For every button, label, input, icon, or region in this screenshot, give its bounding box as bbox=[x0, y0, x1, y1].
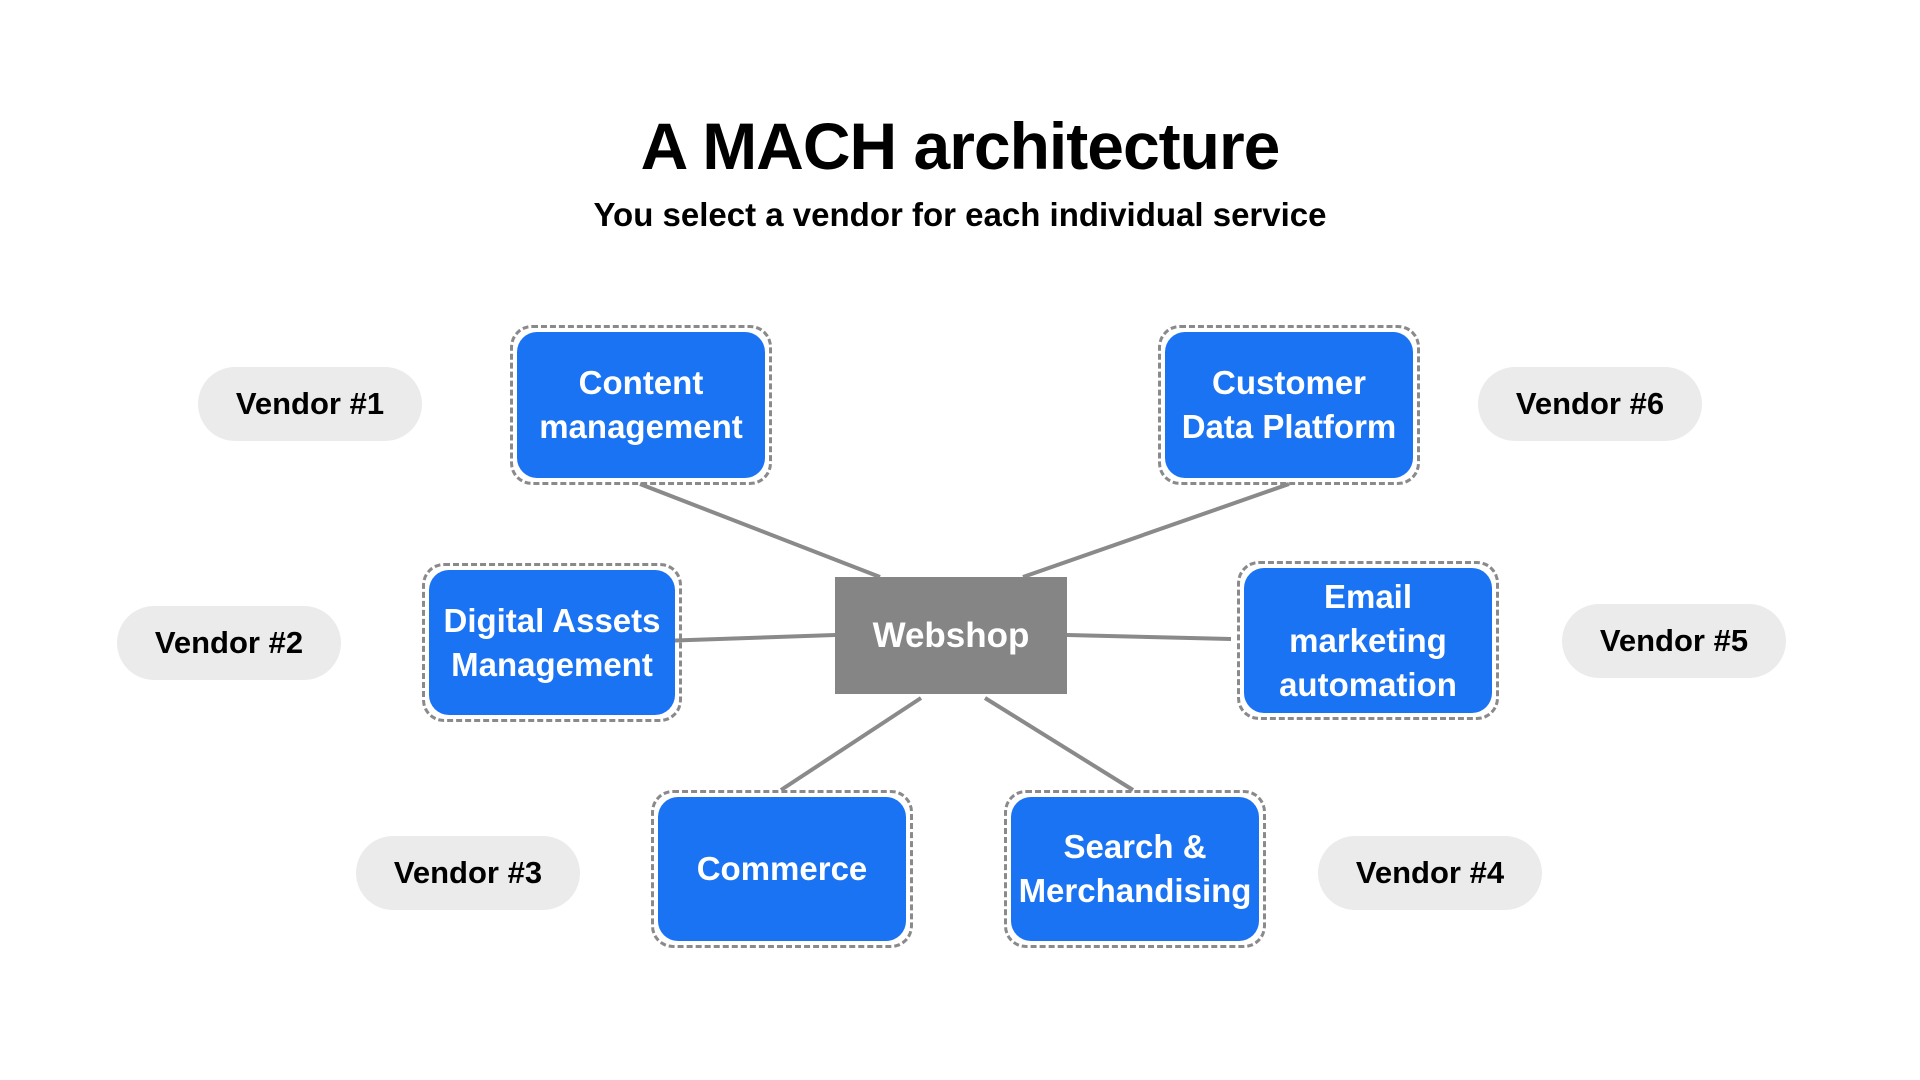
connector-commerce bbox=[779, 696, 923, 792]
service-commerce: Commerce bbox=[651, 790, 913, 948]
service-box: Customer Data Platform bbox=[1165, 332, 1413, 478]
service-box: Content management bbox=[517, 332, 765, 478]
service-label: Search & Merchandising bbox=[1018, 828, 1252, 909]
connector-search bbox=[983, 696, 1135, 792]
service-content-management: Content management bbox=[510, 325, 772, 485]
service-search-merchandising: Search & Merchandising bbox=[1004, 790, 1266, 948]
service-box: Search & Merchandising bbox=[1011, 797, 1259, 941]
vendor-pill-6: Vendor #6 bbox=[1478, 367, 1702, 441]
service-customer-data-platform: Customer Data Platform bbox=[1158, 325, 1420, 485]
connector-customer-data-platform bbox=[1022, 482, 1290, 579]
service-label: Customer Data Platform bbox=[1181, 364, 1397, 445]
service-label: Commerce bbox=[696, 850, 868, 887]
webshop-label: Webshop bbox=[872, 615, 1030, 655]
diagram-subtitle: You select a vendor for each individual … bbox=[593, 196, 1327, 233]
service-digital-assets-management: Digital Assets Management bbox=[422, 563, 682, 722]
webshop-hub: Webshop bbox=[835, 577, 1067, 694]
service-email-marketing-automation: Email marketing automation bbox=[1237, 561, 1499, 720]
vendor-pill-5: Vendor #5 bbox=[1562, 604, 1786, 678]
vendor-pill-1: Vendor #1 bbox=[198, 367, 422, 441]
vendor-pill-2: Vendor #2 bbox=[117, 606, 341, 680]
connector-email-marketing bbox=[1066, 633, 1232, 641]
service-label: Content management bbox=[539, 364, 743, 445]
service-box: Commerce bbox=[658, 797, 906, 941]
service-label: Email marketing automation bbox=[1279, 577, 1457, 703]
service-label: Digital Assets Management bbox=[443, 601, 661, 683]
vendor-pill-3: Vendor #3 bbox=[356, 836, 580, 910]
vendor-pill-4: Vendor #4 bbox=[1318, 836, 1542, 910]
connector-content-management bbox=[639, 482, 881, 579]
service-box: Email marketing automation bbox=[1244, 568, 1492, 713]
service-box: Digital Assets Management bbox=[429, 570, 675, 715]
diagram-title: A MACH architecture bbox=[640, 109, 1281, 183]
